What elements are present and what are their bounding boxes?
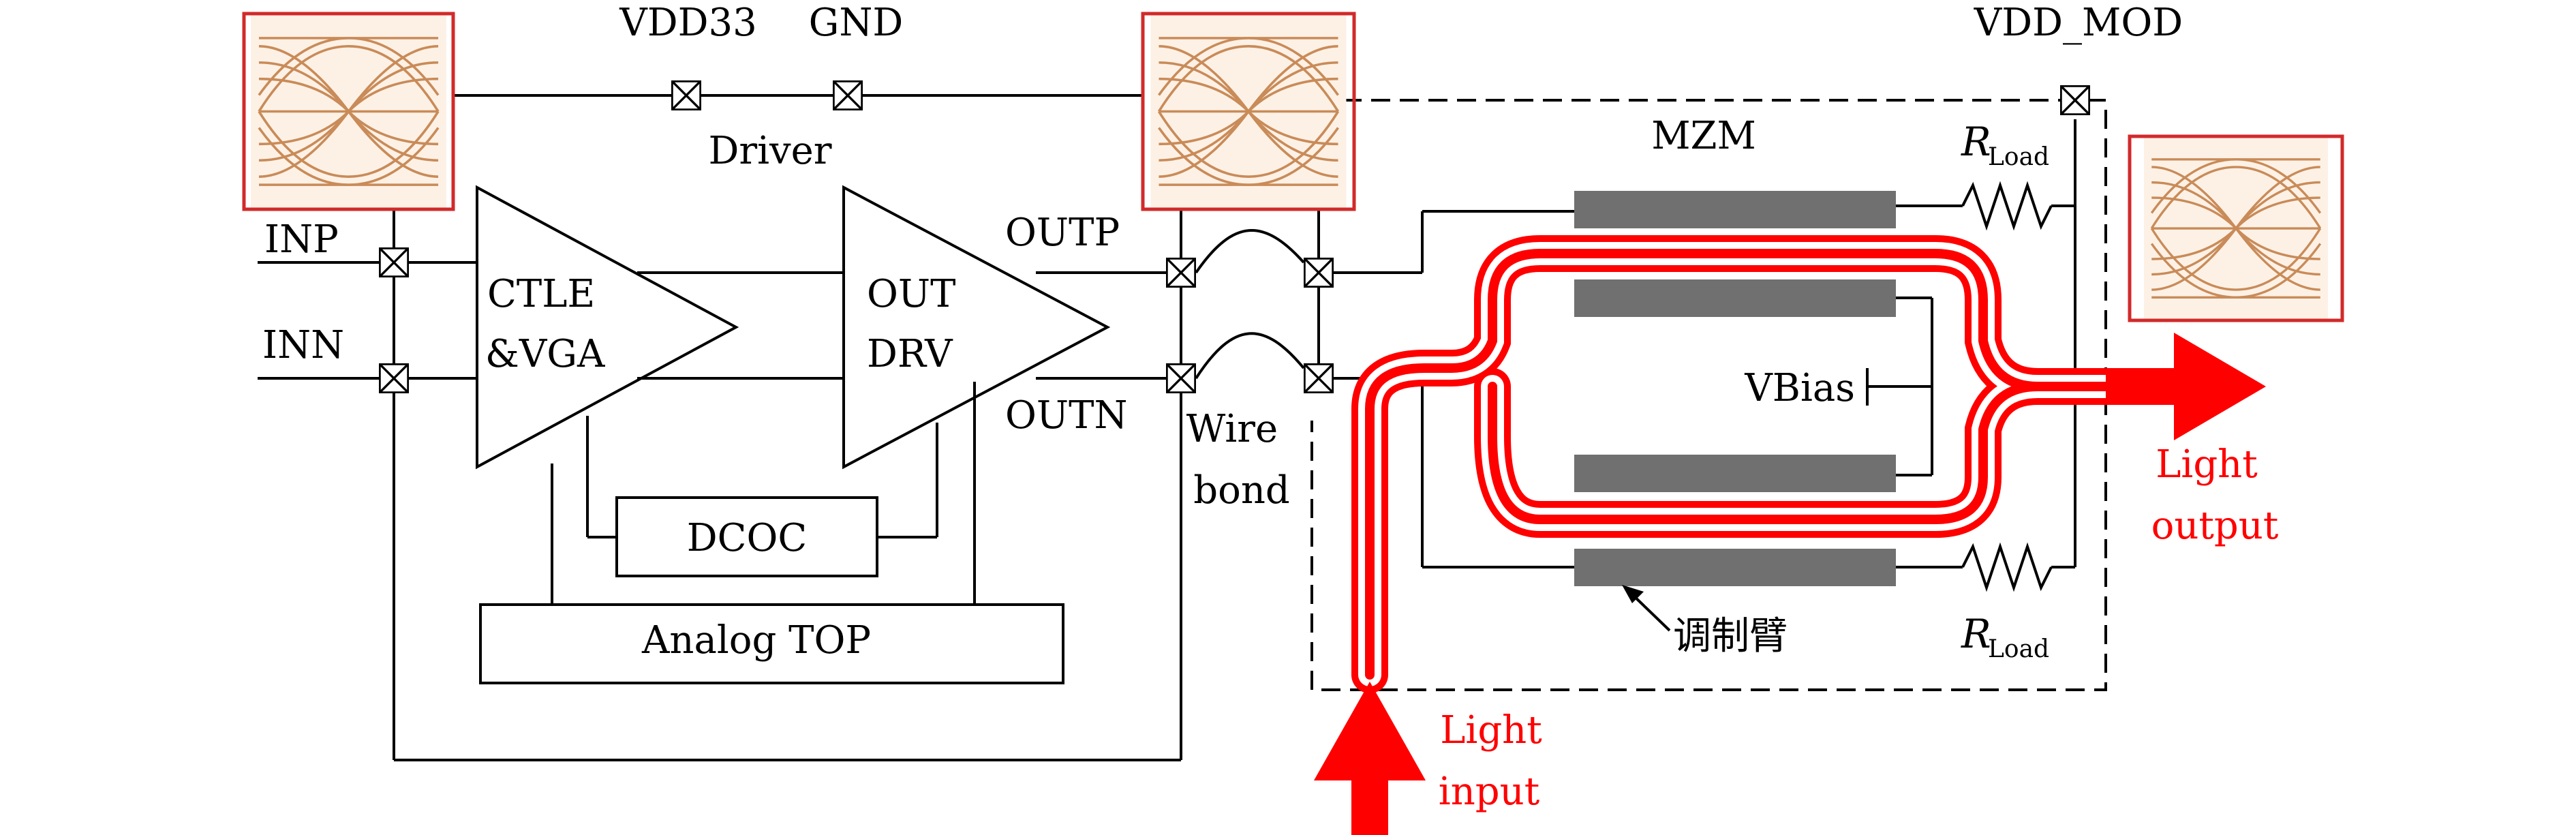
label-rload-top: R Load (1961, 119, 2049, 171)
label-mzm: MZM (1651, 114, 1756, 158)
pad-icon-gnd (833, 80, 863, 110)
label-analog-top: Analog TOP (641, 618, 871, 663)
label-ctle-line2: &VGA (485, 332, 605, 376)
label-vdd-mod: VDD_MOD (1974, 1, 2183, 45)
label-rload-bottom: R Load (1961, 611, 2049, 663)
label-light-output-line1: Light (2156, 442, 2258, 487)
label-light-input-line2: input (1439, 770, 1540, 814)
pad-icon-inn (379, 363, 409, 393)
label-outdrv-line2: DRV (867, 332, 953, 376)
label-ctle-line1: CTLE (487, 272, 595, 316)
label-modulation-arm: 调制臂 (1673, 614, 1788, 658)
label-gnd: GND (809, 1, 904, 45)
pad-icon-outp (1166, 258, 1196, 288)
label-wire-line2: bond (1193, 468, 1289, 513)
label-vbias: VBias (1744, 366, 1855, 410)
pad-icon-outn (1166, 363, 1196, 393)
optical-waveguides (1351, 235, 2124, 693)
analog-top-block (479, 603, 1064, 684)
pad-icon-vdd33 (671, 80, 701, 110)
mzm-electrodes (1574, 191, 1896, 586)
label-light-input-line1: Light (1440, 708, 1542, 753)
electrode-1 (1574, 191, 1896, 228)
label-outn: OUTN (1005, 393, 1127, 438)
label-outdrv-line1: OUT (867, 272, 955, 316)
label-rload-top-sub: Load (1988, 143, 2049, 171)
label-inp: INP (264, 217, 339, 262)
resistor-icon-bottom (1961, 542, 2053, 592)
electrode-3 (1574, 455, 1896, 492)
electrode-2 (1574, 279, 1896, 317)
electrode-4 (1574, 549, 1896, 586)
modulation-arm-pointer (1622, 585, 1671, 632)
label-vdd33: VDD33 (619, 1, 757, 45)
label-rload-bottom-sub: Load (1988, 635, 2049, 663)
dcoc-block (615, 496, 878, 577)
label-outp: OUTP (1005, 211, 1120, 255)
label-dcoc: DCOC (687, 516, 808, 560)
wiring (258, 94, 2076, 761)
eye-diagram-icon-driver (1141, 12, 1356, 211)
ctle-vga-amplifier (476, 185, 739, 470)
label-driver: Driver (708, 129, 831, 173)
modulator-frame (1310, 99, 2107, 691)
output-driver-amplifier (842, 185, 1111, 470)
pad-icon-mod-p (1304, 258, 1334, 288)
pad-icon-vdd-mod (2060, 85, 2090, 115)
light-output-arrow (2106, 333, 2266, 440)
light-input-arrow (1314, 682, 1426, 835)
label-light-output-line2: output (2151, 504, 2279, 548)
label-wire-line1: Wire (1186, 407, 1278, 451)
eye-diagram-icon-input (242, 12, 455, 211)
pad-icon-mod-n (1304, 363, 1334, 393)
label-rload-bottom-main: R (1961, 611, 1991, 657)
eye-diagram-icon-output (2128, 134, 2344, 322)
label-inn: INN (262, 323, 344, 367)
pad-icon-inp (379, 247, 409, 277)
label-rload-top-main: R (1961, 119, 1991, 165)
resistor-icon-top (1961, 181, 2053, 231)
